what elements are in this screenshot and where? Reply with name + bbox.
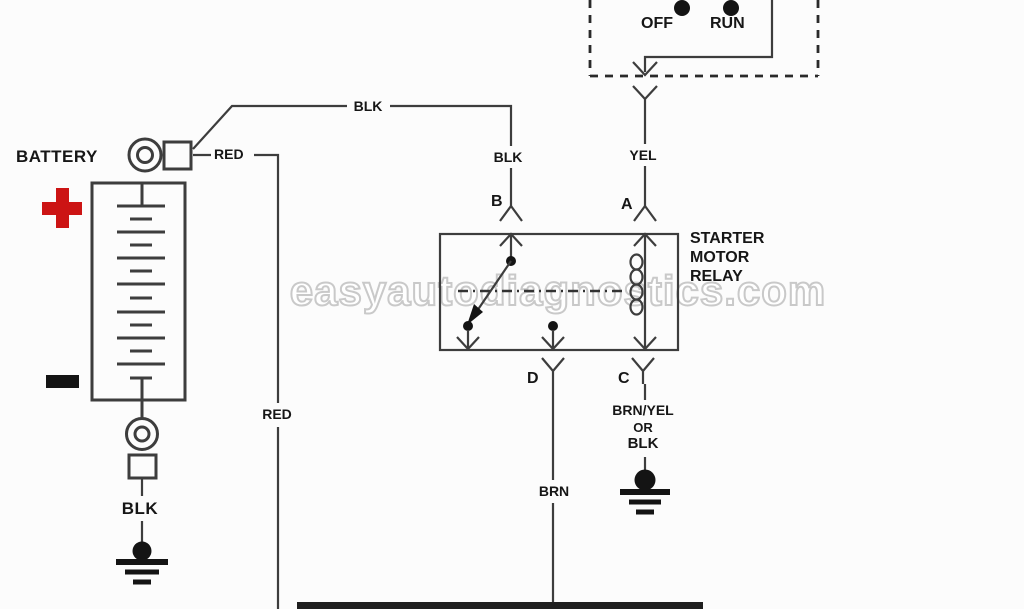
ignition-off-label: OFF bbox=[641, 15, 673, 32]
relay-coil bbox=[629, 232, 657, 351]
terminal-c-label: C bbox=[618, 370, 630, 387]
switch-arm bbox=[476, 260, 512, 312]
ignition-switch-box bbox=[588, 0, 820, 78]
ignition-output-arrow bbox=[632, 61, 658, 77]
positive-lug bbox=[162, 140, 193, 171]
negative-lug bbox=[127, 453, 158, 480]
wire-label-blk-battery: BLK bbox=[121, 499, 159, 518]
positive-ring-terminal bbox=[127, 137, 163, 173]
red-wire bbox=[193, 153, 280, 609]
battery-label: BATTERY bbox=[16, 147, 98, 166]
run-contact-dot bbox=[723, 0, 739, 16]
switch-contact-dot-d bbox=[548, 321, 558, 331]
relay-title-line3: RELAY bbox=[690, 268, 743, 285]
wire-label-brn-yel: BRN/YEL bbox=[612, 402, 674, 418]
relay-title-line1: STARTER bbox=[690, 230, 765, 247]
wire-label-yel: YEL bbox=[629, 147, 657, 163]
battery-plates bbox=[117, 204, 165, 400]
ignition-feed-wire bbox=[643, 0, 774, 72]
terminal-a-connector bbox=[633, 205, 657, 222]
wire-label-or: OR bbox=[633, 420, 653, 435]
battery-positive-symbol bbox=[42, 188, 82, 228]
wire-label-blk-b: BLK bbox=[493, 149, 523, 165]
ignition-run-label: RUN bbox=[710, 15, 745, 32]
ground-symbol-battery bbox=[116, 541, 168, 585]
switch-arm-arrowhead bbox=[467, 304, 483, 325]
battery-case bbox=[90, 181, 187, 402]
relay-outline bbox=[438, 232, 680, 352]
watermark-text: easyautodiagnostics.com bbox=[290, 267, 827, 314]
c-ground-wire bbox=[620, 357, 670, 515]
cropped-component-edge bbox=[297, 602, 703, 609]
switch-contact-dot-left bbox=[463, 321, 473, 331]
wire-label-red-mid: RED bbox=[262, 406, 292, 422]
blk-wire bbox=[192, 104, 523, 222]
brn-wire bbox=[541, 357, 565, 609]
battery-symbol bbox=[42, 137, 193, 585]
terminal-d-label: D bbox=[527, 370, 539, 387]
wire-label-red-top: RED bbox=[214, 146, 244, 162]
wire-label-blk-top: BLK bbox=[353, 98, 383, 114]
negative-ring-terminal bbox=[125, 417, 159, 451]
yel-wire bbox=[632, 85, 658, 222]
terminal-a-label: A bbox=[621, 196, 633, 213]
off-contact-dot bbox=[674, 0, 690, 16]
ground-symbol-relay bbox=[620, 469, 670, 515]
starter-motor-relay bbox=[438, 232, 680, 352]
relay-title-line2: MOTOR bbox=[690, 249, 750, 266]
terminal-b-connector bbox=[499, 205, 523, 222]
wire-label-blk-c: BLK bbox=[627, 435, 659, 452]
terminal-b-label: B bbox=[491, 193, 503, 210]
battery-negative-symbol bbox=[46, 375, 79, 388]
wire-label-brn: BRN bbox=[538, 483, 570, 499]
